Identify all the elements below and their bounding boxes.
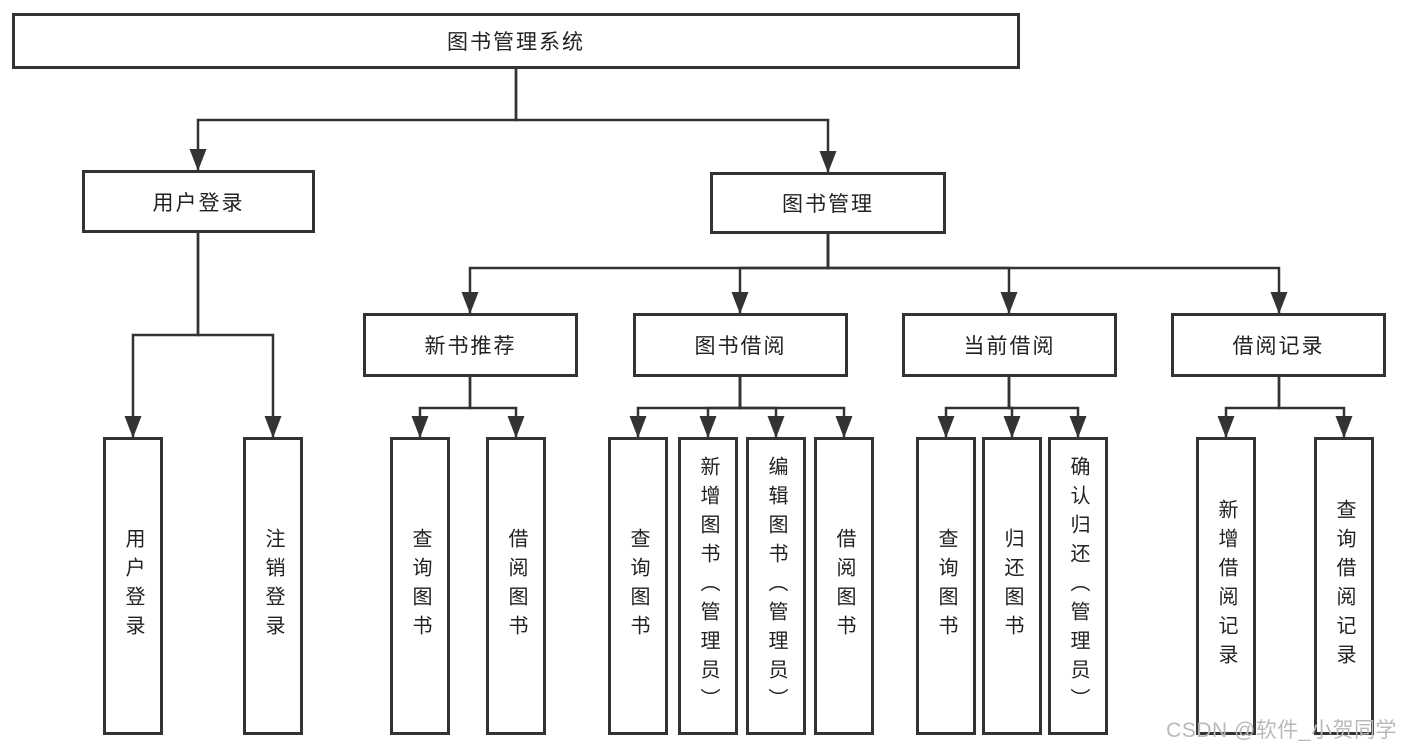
node-book-borrow: 图书借阅 xyxy=(633,313,848,377)
leaf-label: 编辑图书（管理员） xyxy=(765,455,787,717)
edge-current-query xyxy=(937,377,1011,438)
leaf-edit-book-admin: 编辑图书（管理员） xyxy=(746,437,806,735)
node-label: 当前借阅 xyxy=(963,335,1056,358)
node-label: 用户登录 xyxy=(152,191,245,215)
edge-bookmgmt-borrow xyxy=(731,234,830,314)
node-user-login: 用户登录 xyxy=(82,170,315,233)
edge-records-add xyxy=(1217,377,1281,438)
node-new-book-recommend: 新书推荐 xyxy=(363,313,578,377)
edge-borrow-borrowbook xyxy=(738,377,853,438)
leaf-label: 查询图书 xyxy=(935,528,957,644)
node-book-management: 图书管理 xyxy=(710,172,946,234)
leaf-label: 查询图书 xyxy=(627,528,649,644)
edge-bookmgmt-current xyxy=(826,234,1018,314)
csdn-watermark: CSDN @软件_小贺同学 xyxy=(1166,719,1397,742)
leaf-add-book-admin: 新增图书（管理员） xyxy=(678,437,738,735)
leaf-user-login: 用户登录 xyxy=(103,437,163,735)
edge-userlogin-logout xyxy=(196,233,282,438)
edge-bookmgmt-records xyxy=(826,234,1288,314)
node-label: 借阅记录 xyxy=(1232,335,1325,358)
node-label: 图书管理系统 xyxy=(447,31,585,54)
node-borrow-records: 借阅记录 xyxy=(1171,313,1386,377)
leaf-label: 归还图书 xyxy=(1001,528,1023,644)
leaf-logout: 注销登录 xyxy=(243,437,303,735)
edge-newbook-borrow xyxy=(468,377,525,438)
leaf-label: 用户登录 xyxy=(122,528,144,644)
edge-records-query xyxy=(1277,377,1353,438)
node-label: 新书推荐 xyxy=(424,335,517,358)
edge-current-confirm xyxy=(1007,377,1087,438)
edge-borrow-add xyxy=(699,377,742,438)
edge-newbook-query xyxy=(411,377,472,438)
leaf-label: 借阅图书 xyxy=(505,528,527,644)
leaf-label: 新增借阅记录 xyxy=(1215,499,1237,673)
edge-root-book-management xyxy=(514,69,837,173)
node-system-root: 图书管理系统 xyxy=(12,13,1020,69)
leaf-add-borrow-record: 新增借阅记录 xyxy=(1196,437,1256,735)
edge-userlogin-login xyxy=(124,233,200,438)
leaf-confirm-return-admin: 确认归还（管理员） xyxy=(1048,437,1108,735)
edge-bookmgmt-newbook xyxy=(461,234,830,314)
leaf-label: 确认归还（管理员） xyxy=(1067,455,1089,717)
leaf-query-books-current: 查询图书 xyxy=(916,437,976,735)
leaf-borrow-books: 借阅图书 xyxy=(814,437,874,735)
leaf-return-book: 归还图书 xyxy=(982,437,1042,735)
node-label: 图书借阅 xyxy=(694,335,787,358)
leaf-borrow-books-recommend: 借阅图书 xyxy=(486,437,546,735)
leaf-label: 新增图书（管理员） xyxy=(697,455,719,717)
leaf-query-borrow-record: 查询借阅记录 xyxy=(1314,437,1374,735)
edge-root-user-login xyxy=(189,69,518,171)
leaf-query-books-borrow: 查询图书 xyxy=(608,437,668,735)
leaf-label: 查询借阅记录 xyxy=(1333,499,1355,673)
node-current-borrow: 当前借阅 xyxy=(902,313,1117,377)
node-label: 图书管理 xyxy=(782,193,874,216)
leaf-query-books-recommend: 查询图书 xyxy=(390,437,450,735)
leaf-label: 注销登录 xyxy=(262,528,284,644)
leaf-label: 借阅图书 xyxy=(833,528,855,644)
leaf-label: 查询图书 xyxy=(409,528,431,644)
